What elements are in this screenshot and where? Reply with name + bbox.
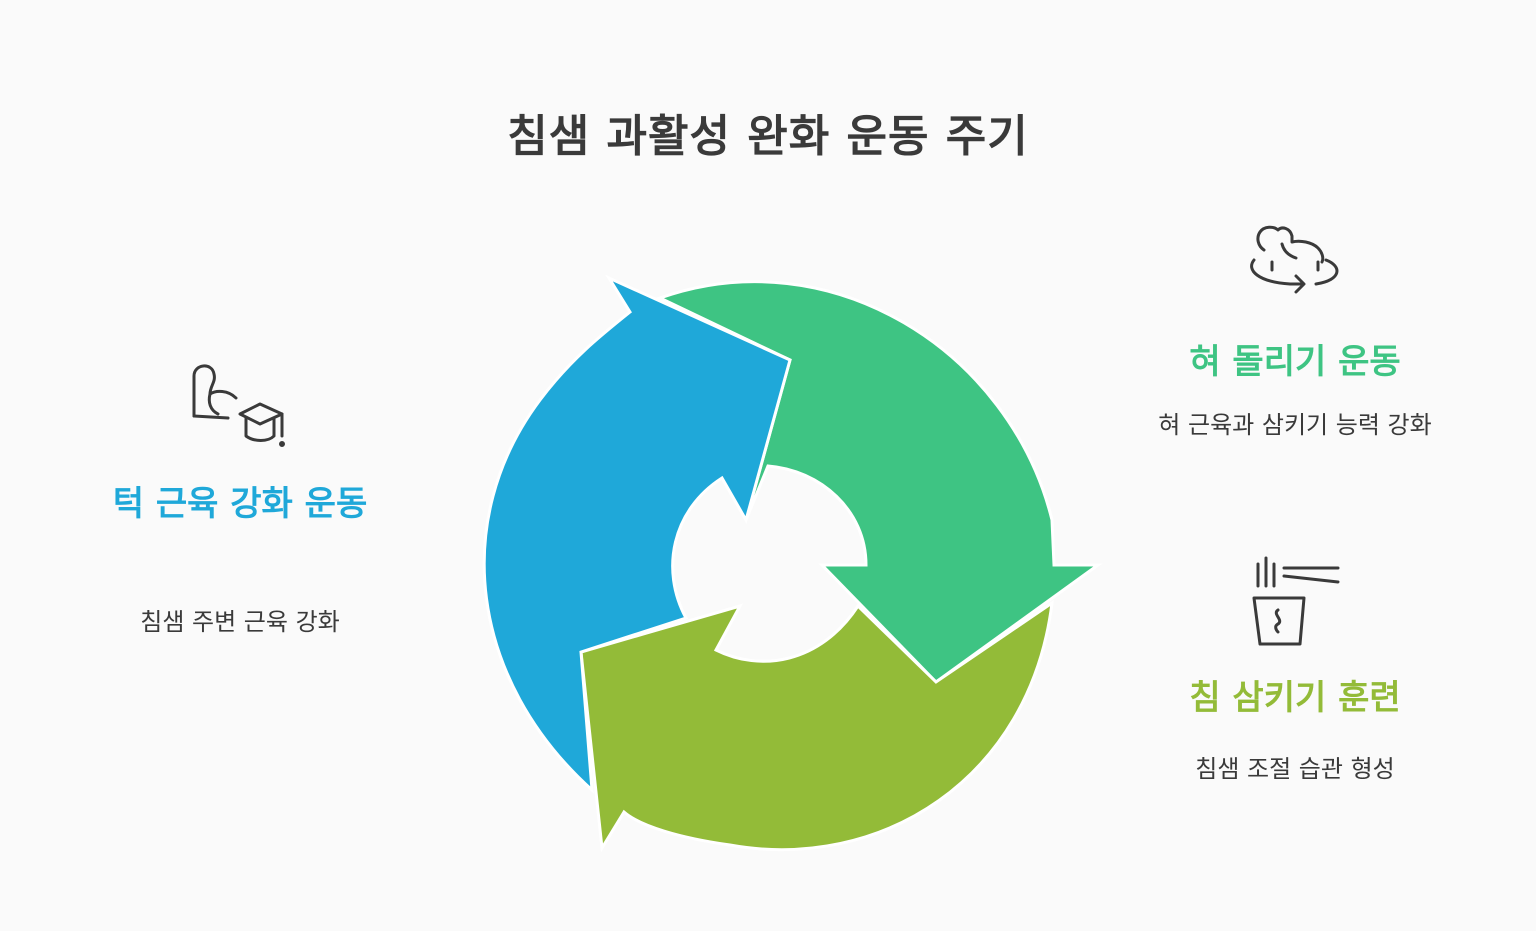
diagram-title: 침샘 과활성 완화 운동 주기 bbox=[507, 111, 1029, 162]
step-label-tongue: 혀 돌리기 운동 bbox=[1189, 342, 1401, 382]
step-desc-swallow: 침샘 조절 습관 형성 bbox=[1195, 755, 1395, 783]
step-label-jaw: 턱 근육 강화 운동 bbox=[112, 484, 368, 524]
rotating-dog-icon bbox=[1246, 222, 1346, 306]
cycle-arrow-lime bbox=[579, 599, 1054, 853]
cup-with-straws-icon bbox=[1248, 552, 1344, 652]
step-label-swallow: 침 삼키기 훈련 bbox=[1189, 678, 1401, 718]
cycle-arrow-green bbox=[656, 280, 1103, 684]
cycle-arrow-blue bbox=[482, 274, 792, 794]
step-desc-tongue: 혀 근육과 삼키기 능력 강화 bbox=[1158, 411, 1432, 439]
flexed-arm-graduation-cap-icon bbox=[188, 356, 292, 460]
step-desc-jaw: 침샘 주변 근육 강화 bbox=[140, 608, 340, 636]
